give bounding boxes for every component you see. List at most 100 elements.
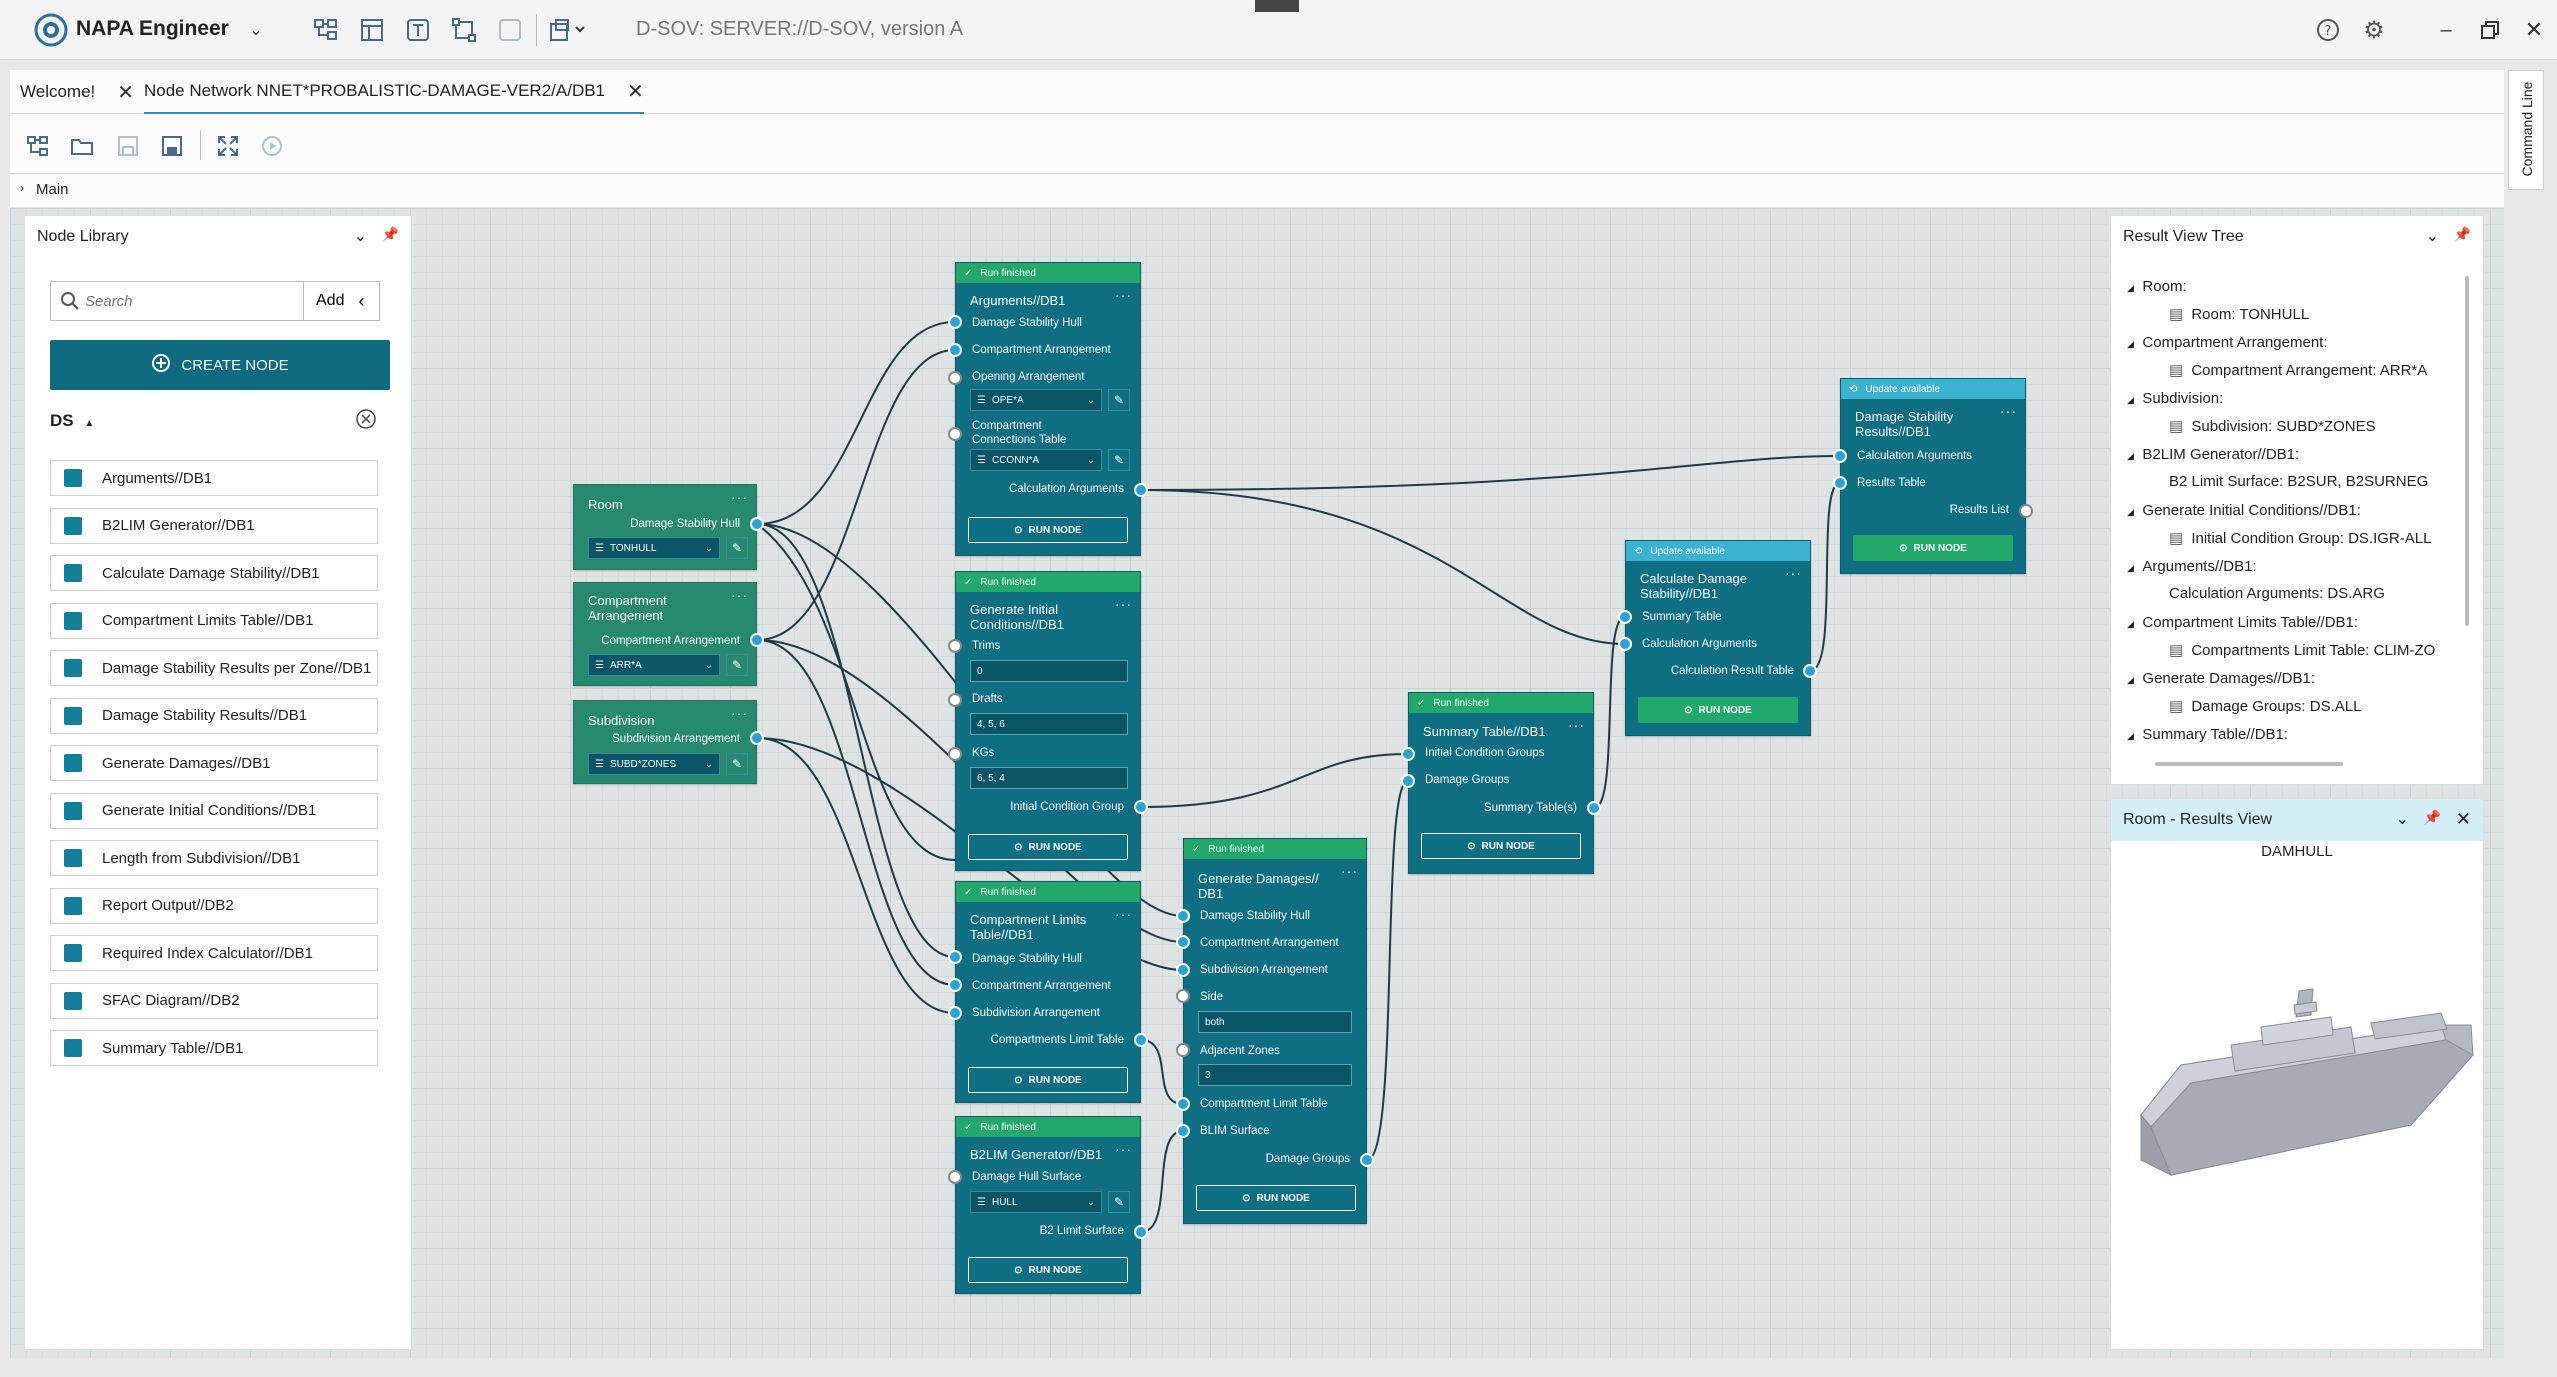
expand-icon[interactable]: ◢ bbox=[2127, 731, 2137, 741]
tree-node[interactable]: ◢ Subdivision: bbox=[2127, 390, 2223, 407]
connection-port[interactable] bbox=[750, 731, 764, 745]
connection-port[interactable] bbox=[2019, 504, 2033, 518]
tree-node[interactable]: ◢ Generate Damages//DB1: bbox=[2127, 670, 2315, 687]
arrangement-select[interactable]: ☰ARR*A⌄ bbox=[588, 654, 720, 676]
tab-node-network[interactable]: Node Network NNET*PROBALISTIC-DAMAGE-VER… bbox=[144, 70, 644, 114]
connection-port[interactable] bbox=[1134, 800, 1148, 814]
connection-port[interactable] bbox=[1134, 1033, 1148, 1047]
group-header[interactable]: DS ▲ bbox=[50, 411, 94, 431]
connection-port[interactable] bbox=[1401, 774, 1415, 788]
run-node-button[interactable]: ⊙RUN NODE bbox=[1853, 535, 2013, 561]
tab-welcome[interactable]: Welcome! ✕ bbox=[20, 70, 134, 114]
ship-3d-view[interactable] bbox=[2111, 965, 2483, 1225]
run-node-button[interactable]: ⊙RUN NODE bbox=[968, 517, 1128, 543]
edit-icon[interactable]: ✎ bbox=[726, 654, 748, 676]
fit-view-icon[interactable] bbox=[214, 132, 242, 160]
expand-icon[interactable]: ◢ bbox=[2127, 675, 2137, 685]
node-room[interactable]: Room ··· Damage Stability Hull ☰TONHULL⌄… bbox=[573, 484, 757, 570]
breadcrumb-main[interactable]: Main bbox=[36, 181, 69, 198]
library-item[interactable]: Generate Damages//DB1 bbox=[50, 745, 378, 781]
node-compartment-limits-table[interactable]: ✓Run finished Compartment Limits Table//… bbox=[955, 881, 1141, 1103]
tree-leaf[interactable]: ▤ Room: TONHULL bbox=[2169, 305, 2309, 323]
expand-icon[interactable]: ◢ bbox=[2127, 563, 2137, 573]
save-as-icon[interactable] bbox=[158, 132, 186, 160]
table-icon[interactable] bbox=[358, 16, 386, 44]
edit-icon[interactable]: ✎ bbox=[1108, 389, 1130, 411]
close-icon[interactable]: ✕ bbox=[117, 81, 135, 104]
pin-icon[interactable]: 📌 bbox=[381, 226, 399, 242]
tree-node[interactable]: ◢ Arguments//DB1: bbox=[2127, 558, 2257, 575]
chevron-down-icon[interactable]: ⌄ bbox=[249, 22, 263, 39]
chevron-right-icon[interactable]: › bbox=[20, 181, 24, 195]
pin-icon[interactable]: 📌 bbox=[2423, 809, 2441, 825]
run-node-button[interactable]: ⊙RUN NODE bbox=[968, 1257, 1128, 1283]
node-network-icon[interactable] bbox=[24, 132, 52, 160]
connection-port[interactable] bbox=[948, 639, 962, 653]
connection-port[interactable] bbox=[948, 747, 962, 761]
connection-port[interactable] bbox=[750, 517, 764, 531]
library-item[interactable]: B2LIM Generator//DB1 bbox=[50, 507, 378, 544]
more-icon[interactable]: ··· bbox=[731, 489, 748, 505]
pin-icon[interactable]: 📌 bbox=[2453, 226, 2471, 242]
tree-node[interactable]: ◢ Generate Initial Conditions//DB1: bbox=[2127, 502, 2361, 519]
chevron-down-icon[interactable]: ⌄ bbox=[353, 228, 367, 245]
window-grip[interactable] bbox=[1255, 0, 1299, 12]
connection-port[interactable] bbox=[948, 343, 962, 357]
connection-port[interactable] bbox=[1176, 1097, 1190, 1111]
connection-port[interactable] bbox=[1360, 1153, 1374, 1167]
tree-node[interactable]: ◢ B2LIM Generator//DB1: bbox=[2127, 446, 2299, 463]
connection-port[interactable] bbox=[1833, 476, 1847, 490]
edit-icon[interactable]: ✎ bbox=[1108, 1191, 1130, 1213]
tree-node[interactable]: ◢ Summary Table//DB1: bbox=[2127, 726, 2288, 743]
run-node-button[interactable]: ⊙RUN NODE bbox=[1638, 697, 1798, 723]
more-icon[interactable]: ··· bbox=[731, 587, 748, 603]
scrollbar-vertical[interactable] bbox=[2465, 276, 2469, 626]
run-node-button[interactable]: ⊙RUN NODE bbox=[968, 1067, 1128, 1093]
library-item[interactable]: Arguments//DB1 bbox=[50, 460, 378, 496]
connection-port[interactable] bbox=[1618, 637, 1632, 651]
add-button[interactable]: Add ‹ bbox=[303, 282, 379, 320]
node-summary-table[interactable]: ✓Run finished Summary Table//DB1 ··· Ini… bbox=[1408, 692, 1594, 874]
library-item[interactable]: Compartment Limits Table//DB1 bbox=[50, 602, 378, 639]
hull-select[interactable]: ☰HULL⌄ bbox=[970, 1191, 1102, 1213]
text-icon[interactable] bbox=[404, 16, 432, 44]
tree-leaf[interactable]: ▤ Damage Groups: DS.ALL bbox=[2169, 697, 2361, 715]
connection-port[interactable] bbox=[1176, 963, 1190, 977]
more-icon[interactable]: ··· bbox=[1115, 287, 1132, 303]
command-line-tab[interactable]: Command Line bbox=[2508, 70, 2544, 190]
node-generate-initial-conditions[interactable]: ✓Run finished Generate Initial Condition… bbox=[955, 571, 1141, 871]
connection-port[interactable] bbox=[750, 633, 764, 647]
tree-leaf[interactable]: B2 Limit Surface: B2SUR, B2SURNEG bbox=[2169, 473, 2428, 490]
connection-port[interactable] bbox=[948, 978, 962, 992]
connection-port[interactable] bbox=[1176, 1124, 1190, 1138]
chevron-down-icon[interactable]: ⌄ bbox=[2425, 228, 2439, 245]
connection-port[interactable] bbox=[1176, 909, 1190, 923]
connection-port[interactable] bbox=[1134, 1225, 1148, 1239]
edit-icon[interactable]: ✎ bbox=[726, 537, 748, 559]
more-icon[interactable]: ··· bbox=[731, 705, 748, 721]
help-icon[interactable]: ? bbox=[2314, 16, 2342, 44]
tree-node[interactable]: ◢ Compartment Arrangement: bbox=[2127, 334, 2328, 351]
node-b2lim-generator[interactable]: ✓Run finished B2LIM Generator//DB1 ··· D… bbox=[955, 1116, 1141, 1294]
gear-icon[interactable]: ⚙ bbox=[2363, 16, 2385, 44]
close-icon[interactable]: ✕ bbox=[2455, 809, 2471, 829]
connection-port[interactable] bbox=[1176, 989, 1190, 1003]
connection-port[interactable] bbox=[1618, 610, 1632, 624]
connection-port[interactable] bbox=[948, 427, 962, 441]
tree-node[interactable]: ◢ Room: bbox=[2127, 278, 2187, 295]
minimize-icon[interactable]: – bbox=[2440, 18, 2452, 41]
connection-port[interactable] bbox=[948, 315, 962, 329]
connection-port[interactable] bbox=[1401, 747, 1415, 761]
connection-port[interactable] bbox=[948, 950, 962, 964]
tree-node[interactable]: ◢ Compartment Limits Table//DB1: bbox=[2127, 614, 2358, 631]
library-item[interactable]: Generate Initial Conditions//DB1 bbox=[50, 792, 378, 829]
node-subdivision[interactable]: Subdivision ··· Subdivision Arrangement … bbox=[573, 700, 757, 784]
library-item[interactable]: Report Output//DB2 bbox=[50, 887, 378, 924]
more-icon[interactable]: ··· bbox=[2000, 403, 2017, 419]
node-arguments[interactable]: ✓Run finished Arguments//DB1 ··· Damage … bbox=[955, 262, 1141, 556]
tree-leaf[interactable]: ▤ Subdivision: SUBD*ZONES bbox=[2169, 417, 2376, 435]
connections-select[interactable]: ☰CCONN*A⌄ bbox=[970, 449, 1102, 471]
chevron-down-icon[interactable]: ⌄ bbox=[2395, 811, 2409, 828]
edit-icon[interactable]: ✎ bbox=[1108, 449, 1130, 471]
more-icon[interactable]: ··· bbox=[1785, 565, 1802, 581]
